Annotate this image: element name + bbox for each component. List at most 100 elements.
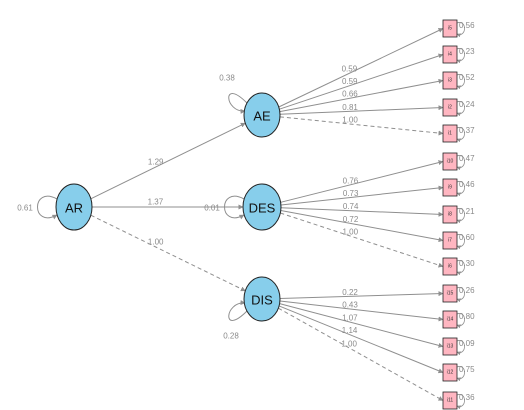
loading-label: 0.76 (343, 176, 359, 185)
residual-label: 0.36 (459, 393, 475, 402)
loading-path (280, 185, 444, 206)
indicator-label: i11 (447, 398, 454, 404)
latent-label-ar: AR (65, 201, 83, 216)
indicator-box (442, 231, 458, 250)
loading-path (280, 160, 444, 203)
loading-path (279, 303, 444, 348)
structural-path-ar-ae (90, 122, 246, 200)
loading-label: 0.43 (342, 300, 358, 309)
loading-path (279, 291, 444, 299)
indicator-box (442, 98, 458, 117)
indicator-label: i1 (448, 131, 452, 137)
latent-label-des: DES (249, 201, 276, 216)
residual-loop (456, 394, 465, 410)
residual-label: 0.80 (459, 312, 475, 321)
latent-node-dis (243, 276, 281, 322)
loading-path (280, 207, 444, 217)
indicator-box (442, 178, 458, 197)
residual-loop (456, 181, 465, 197)
loading-path (279, 116, 444, 136)
indicator-box (442, 124, 458, 143)
residual-loop (456, 313, 465, 329)
indicator-box (442, 71, 458, 90)
residual-loop (456, 260, 465, 276)
variance-label: 0.28 (223, 332, 239, 341)
loading-path (278, 305, 444, 374)
indicator-box (442, 337, 458, 356)
indicator-label: i15 (447, 291, 454, 297)
residual-loop (456, 127, 465, 143)
loading-label: 0.73 (343, 189, 359, 198)
loading-label: 1.00 (342, 116, 358, 125)
latent-node-ae (243, 92, 281, 138)
residual-loop (456, 48, 465, 64)
indicator-box (442, 391, 458, 410)
loading-path (280, 209, 444, 243)
indicator-label: i13 (447, 344, 454, 350)
loading-path (278, 307, 444, 401)
variance-loop-des (224, 195, 245, 220)
indicator-label: i3 (448, 78, 452, 84)
residual-loop (456, 340, 465, 356)
residual-label: 0.21 (459, 207, 475, 216)
residual-label: 0.75 (459, 365, 475, 374)
loading-path (279, 105, 444, 115)
residual-loop (456, 155, 465, 171)
indicator-label: i9 (448, 185, 452, 191)
loading-path (279, 78, 444, 113)
residual-loop (456, 101, 465, 117)
nodes-layer: i5i4i3i2i1i10i9i8i7i6i15i14i13i12i11ARAE… (55, 19, 458, 410)
residual-label: 0.30 (459, 259, 475, 268)
indicator-label: i14 (447, 317, 454, 323)
structural-coefficient-label: 1.29 (148, 158, 164, 167)
indicator-label: i12 (447, 370, 454, 376)
variance-loop-ae (228, 93, 248, 114)
loading-label: 0.72 (343, 215, 359, 224)
indicator-label: i8 (448, 212, 452, 218)
loading-label: 0.81 (342, 103, 358, 112)
loading-path (279, 53, 444, 110)
indicator-label: i7 (448, 238, 452, 244)
loading-label: 1.00 (341, 339, 357, 348)
loading-path (279, 300, 444, 322)
indicator-box (442, 310, 458, 329)
latent-label-dis: DIS (251, 293, 273, 308)
residual-label: 0.52 (459, 73, 475, 82)
latent-node-ar (55, 183, 93, 231)
indicator-label: i6 (448, 264, 452, 270)
residual-loop (456, 22, 465, 38)
variance-loop-ar (37, 195, 58, 220)
residual-loop (456, 74, 465, 90)
residual-label: 0.26 (459, 286, 475, 295)
variance-label: 0.38 (219, 74, 235, 83)
residual-label: 0.24 (459, 100, 475, 109)
variance-loop-dis (228, 300, 248, 321)
residual-label: 0.37 (459, 126, 475, 135)
indicator-label: i2 (448, 105, 452, 111)
indicator-box (442, 19, 458, 38)
residual-loop (456, 234, 465, 250)
indicator-label: i10 (447, 159, 454, 165)
loading-label: 1.14 (342, 326, 358, 335)
loading-label: 0.59 (342, 77, 358, 86)
indicator-label: i5 (448, 26, 452, 32)
residual-label: 0.47 (459, 154, 475, 163)
residual-label: 0.23 (459, 47, 475, 56)
variance-label: 0.01 (204, 204, 220, 213)
loading-label: 0.22 (342, 288, 358, 297)
variance-label: 0.61 (17, 204, 33, 213)
structural-coefficient-label: 1.00 (148, 237, 164, 246)
loading-path (278, 28, 444, 108)
structural-coefficient-label: 1.37 (148, 198, 164, 207)
indicator-box (442, 152, 458, 171)
loading-path (280, 212, 444, 268)
loading-label: 0.74 (343, 202, 359, 211)
latent-label-ae: AE (253, 109, 271, 124)
residual-label: 0.56 (459, 21, 475, 30)
indicator-box (442, 363, 458, 382)
residual-loop (456, 287, 465, 303)
loading-label: 1.07 (342, 314, 358, 323)
loading-label: 0.59 (342, 65, 358, 74)
indicator-box (442, 284, 458, 303)
